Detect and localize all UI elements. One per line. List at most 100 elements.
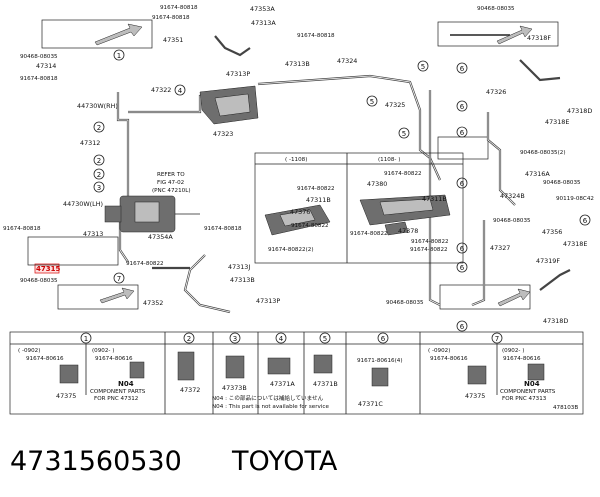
label-47322[interactable]: 47322 [151,86,171,94]
label-47314[interactable]: 47314 [36,62,56,70]
clip-label-f[interactable]: 90468-08035(2) [520,150,566,156]
callout-5a: 5 [421,63,425,71]
highlighted-part-box[interactable] [34,263,60,274]
label-47380[interactable]: 47380 [367,180,387,188]
inset-date-left: ( -1108) [285,157,307,163]
clip-label-e[interactable]: 90468-08035 [493,218,531,224]
label-47316A[interactable]: 47316A [525,170,550,178]
label-47324B[interactable]: 47324B [500,192,525,200]
legend-part-47371B[interactable]: 47371B [313,380,338,388]
label-47351[interactable]: 47351 [163,36,183,44]
callout-7a: 7 [117,275,121,283]
label-47318E-top[interactable]: 47318E [545,118,569,126]
label-47323[interactable]: 47323 [213,130,233,138]
callout-6d: 6 [460,180,465,188]
label-47318D-top[interactable]: 47318D [567,107,592,115]
label-47327[interactable]: 47327 [490,244,510,252]
clip-label-b[interactable]: 90468-08035 [477,6,515,12]
label-47313B-mid[interactable]: 47313B [230,276,255,284]
label-47313J[interactable]: 47313J [228,263,250,271]
bolt-label-k[interactable]: 91674-80822 [411,239,449,245]
legend-callout-6: 6 [381,335,386,343]
callout-5b: 5 [370,98,374,106]
caption-part-number: 4731560530 [10,446,182,477]
label-47356[interactable]: 47356 [542,228,562,236]
legend-date-c: ( -0902) [428,348,450,354]
legend-part-47371C[interactable]: 47371C [358,400,383,408]
label-47352[interactable]: 47352 [143,299,163,307]
label-47313P-mid[interactable]: 47313P [256,297,280,305]
bolt-label-i[interactable]: 91674-80822 [384,171,422,177]
clip-label-a[interactable]: 90468-08035 [20,54,58,60]
label-90119[interactable]: 90119-08C42 [556,196,594,202]
legend-date-b: (0902- ) [92,348,114,354]
label-47318E-bot[interactable]: 47318E [563,240,587,248]
label-47353A[interactable]: 47353A [250,5,275,13]
legend-bolt-5[interactable]: 91671-80616(4) [357,358,403,364]
label-47315[interactable]: 47315 [36,265,60,273]
callout-2a: 2 [97,124,101,132]
callout-6h: 6 [583,217,588,225]
bolt-label-m[interactable]: 91674-80822 [126,261,164,267]
legend-part-47372[interactable]: 47372 [180,386,200,394]
callout-circles: 1 4 2 2 2 3 7 5 5 5 6 6 6 6 6 6 6 6 [93,49,591,332]
refer-line-2: FIG 47-02 [157,180,184,186]
clip-label-d[interactable]: 90468-08035 [543,180,581,186]
refer-line-1: REFER TO [157,172,185,178]
legend-part-47371A[interactable]: 47371A [270,380,295,388]
legend-bolt-4[interactable]: 91674-80616 [503,356,541,362]
legend-bolt-3[interactable]: 91674-80616 [430,356,468,362]
label-47311B-right[interactable]: 47311B [422,195,447,203]
callout-2c: 2 [97,171,101,179]
callout-6b: 6 [460,103,465,111]
label-47313A[interactable]: 47313A [251,19,276,27]
bolt-label-a[interactable]: 91674-80818 [160,5,198,11]
bolt-label-r[interactable]: 91674-80822(2) [268,247,314,253]
clip-label-c[interactable]: 90468-08035 [20,278,58,284]
label-47324[interactable]: 47324 [337,57,357,65]
label-44730W-RH[interactable]: 44730W(RH) [77,102,118,110]
bolt-label-c[interactable]: 91674-80818 [297,33,335,39]
bolt-label-b[interactable]: 91674-80818 [152,15,190,21]
inset-date-right: (1108- ) [378,157,400,163]
legend-part-47373B[interactable]: 47373B [222,384,247,392]
label-47318F[interactable]: 47318F [527,34,551,42]
label-47354A[interactable]: 47354A [148,233,173,241]
bolt-label-h[interactable]: 91674-80822 [291,223,329,229]
bolt-label-f[interactable]: 91674-80818 [204,226,242,232]
label-47313B-top[interactable]: 47313B [285,60,310,68]
bolt-label-j[interactable]: 91674-80822 [350,231,388,237]
label-47376[interactable]: 47376 [290,208,310,216]
label-47319F[interactable]: 47319F [536,257,560,265]
bolt-label-d[interactable]: 91674-80818 [20,76,58,82]
label-47378[interactable]: 47378 [398,227,418,235]
label-47325[interactable]: 47325 [385,101,405,109]
clip-label-g[interactable]: 90468-08035 [386,300,424,306]
legend-part-47375-b[interactable]: 47375 [465,392,485,400]
label-47312[interactable]: 47312 [80,139,100,147]
callout-2b: 2 [97,157,101,165]
legend-part-47375-a[interactable]: 47375 [56,392,76,400]
legend-bolt-2[interactable]: 91674-80616 [95,356,133,362]
view-box-bottom-left [57,284,139,310]
label-44730W-LH[interactable]: 44730W(LH) [63,200,103,208]
label-47318D-bot[interactable]: 47318D [543,317,568,325]
bolt-label-g[interactable]: 91674-80822 [297,186,335,192]
label-47311B-left[interactable]: 47311B [306,196,331,204]
legend-bolt-1[interactable]: 91674-80616 [26,356,64,362]
legend-callout-5: 5 [323,335,327,343]
view-box-mid-left [27,236,119,266]
label-47313P-top[interactable]: 47313P [226,70,250,78]
bolt-label-e[interactable]: 91674-80818 [3,226,41,232]
legend-n04-a: N04 [118,380,134,388]
bolt-label-l[interactable]: 91674-80822 [410,247,448,253]
callout-6a: 6 [460,65,465,73]
view-box-top-left [41,19,153,49]
callout-5c: 5 [402,130,406,138]
label-47313-left[interactable]: 47313 [83,230,103,238]
callout-6e: 6 [460,245,465,253]
label-47326[interactable]: 47326 [486,88,506,96]
callout-6g: 6 [460,323,465,331]
legend-date-d: (0902- ) [502,348,524,354]
legend-note-jp: N04 : この部品については補給していません [212,394,324,402]
